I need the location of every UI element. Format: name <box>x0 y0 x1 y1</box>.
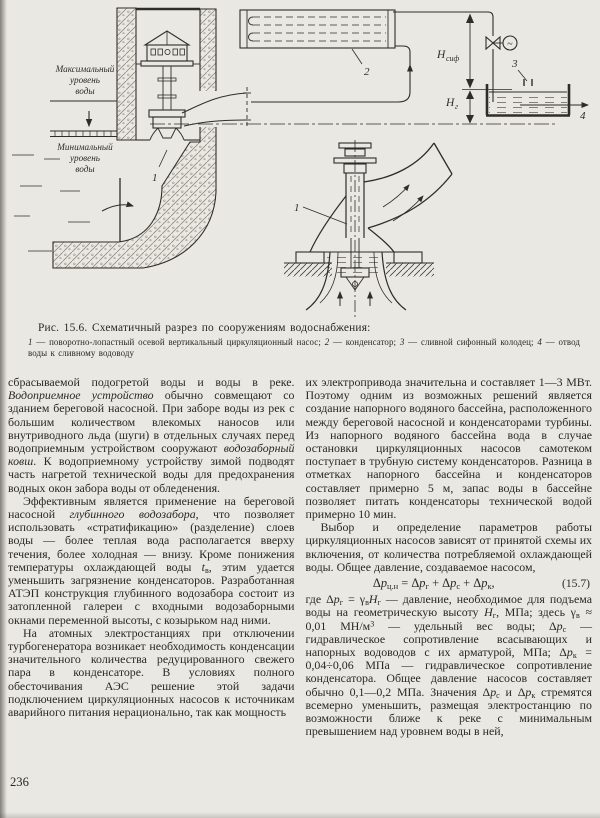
page-number: 236 <box>10 775 29 789</box>
paragraph: их электропривода значительна и составля… <box>305 375 593 522</box>
figure-caption: Рис. 15.6. Схематичный разрез по сооруже… <box>22 322 582 358</box>
label-max-level-line3: воды <box>75 86 94 96</box>
right-column: их электропривода значительна и составля… <box>305 375 593 739</box>
label-h-siphon-sub: сиф <box>446 54 460 63</box>
label-item-1-station: 1 <box>152 172 158 184</box>
label-min-level-line3: воды <box>75 164 94 174</box>
paragraph: сбрасываемой подогретой воды и воды в ре… <box>8 375 295 495</box>
label-max-level-line2: уровень <box>69 75 100 85</box>
body-text: сбрасываемой подогретой воды и воды в ре… <box>8 375 593 739</box>
left-column: сбрасываемой подогретой воды и воды в ре… <box>8 375 295 738</box>
figure-caption-title: Рис. 15.6. Схематичный разрез по сооруже… <box>38 322 371 334</box>
scan-bottom-shadow <box>0 812 600 818</box>
label-h-siphon: Н <box>436 49 446 61</box>
condenser-siphon-diagram: 2 ~ 4 <box>239 9 589 124</box>
paragraph: Выбор и определение параметров работы ци… <box>305 520 593 574</box>
label-h-geo: Н <box>445 97 455 109</box>
figure-schematic: 1 Максимальный уровень воды Минимальный … <box>12 7 589 318</box>
label-item-4: 4 <box>580 110 586 122</box>
label-max-level-line1: Максимальный <box>55 64 115 74</box>
equation-15-7: Δpц.н = Δpг + Δpс + Δpк, (15.7) <box>306 576 593 592</box>
label-min-level-line1: Минимальный <box>56 142 113 152</box>
label-min-level-line2: уровень <box>69 153 100 163</box>
label-item-3: 3 <box>511 58 518 70</box>
figure-15-6: 1 Максимальный уровень воды Минимальный … <box>0 0 600 320</box>
circulation-pump-diagram: 1 <box>284 140 453 318</box>
equation-number: (15.7) <box>561 577 590 591</box>
label-h-geo-sub: г <box>455 102 458 111</box>
pump-station-diagram: 1 Максимальный уровень воды Минимальный … <box>12 7 556 269</box>
figure-caption-legend: 1 — поворотно-лопастный осевой вертикаль… <box>28 337 580 358</box>
label-item-1-pump: 1 <box>294 202 300 214</box>
label-item-2: 2 <box>364 66 370 78</box>
paragraph: где Δpг = γвНг — давление, необходимое д… <box>305 592 593 739</box>
motor-tilde-icon: ~ <box>507 39 513 50</box>
paragraph: На атомных электростанциях при отключени… <box>8 625 295 720</box>
paragraph: Эффективным является применение на берег… <box>8 493 295 627</box>
equation-body: Δpц.н = Δpг + Δpс + Δpк, <box>372 576 495 592</box>
